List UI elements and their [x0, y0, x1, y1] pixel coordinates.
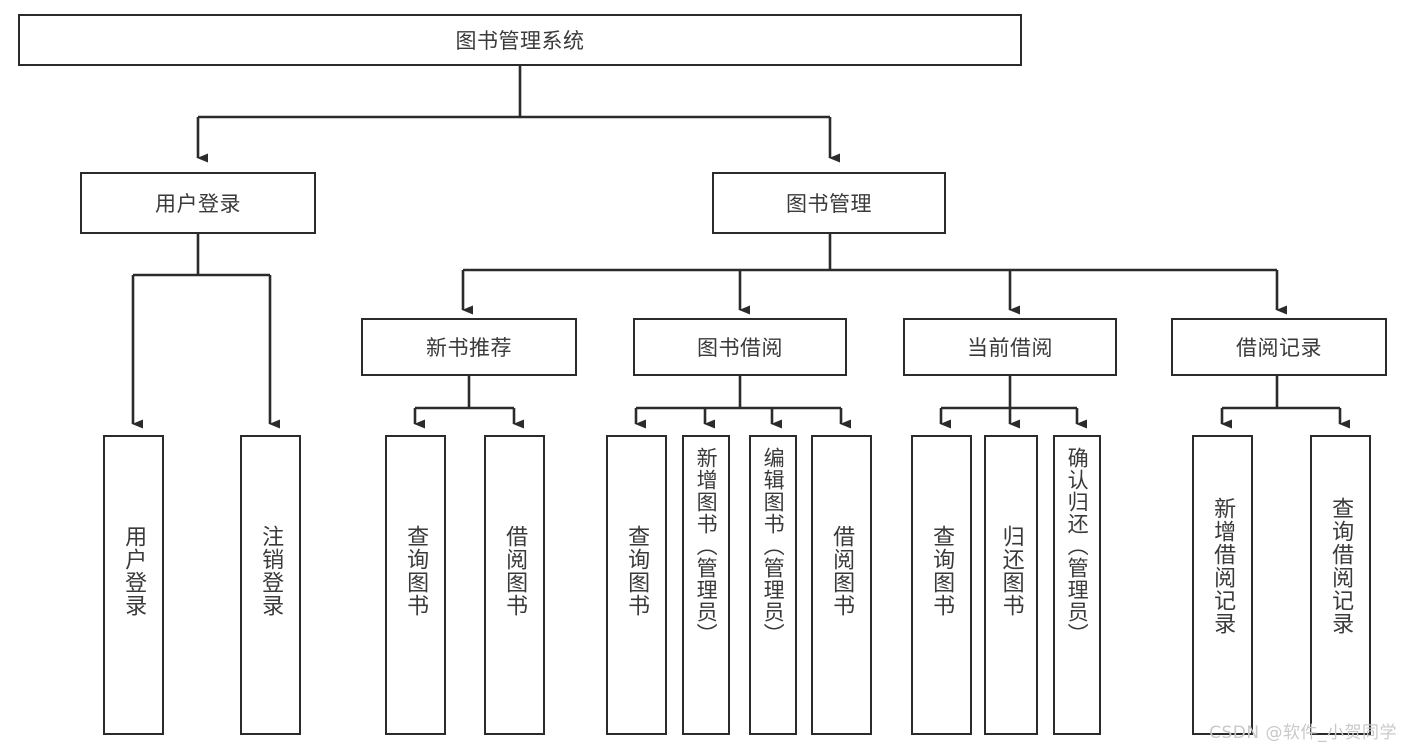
leaf-record-add-borrow-record[interactable]: 新增借阅记录 — [1192, 435, 1253, 735]
node-label: 新书推荐 — [426, 336, 512, 360]
node-label: 图书管理 — [786, 192, 872, 216]
leaf-current-borrow-query-book[interactable]: 查询图书 — [911, 435, 972, 735]
leaf-label: 归还图书 — [998, 525, 1024, 617]
leaf-label: 查询图书 — [624, 525, 650, 617]
node-label: 用户登录 — [155, 192, 241, 216]
node-book-borrowing[interactable]: 图书借阅 — [633, 318, 847, 376]
leaf-label: 借阅图书 — [829, 525, 855, 617]
leaf-label: 借阅图书 — [502, 525, 528, 617]
node-user-login[interactable]: 用户登录 — [80, 172, 316, 234]
node-borrowing-records[interactable]: 借阅记录 — [1171, 318, 1387, 376]
leaf-book-borrow-borrow-book[interactable]: 借阅图书 — [811, 435, 872, 735]
leaf-label: 新增借阅记录 — [1210, 497, 1236, 635]
leaf-label: 查询图书 — [929, 525, 955, 617]
leaf-book-borrow-edit-book-admin[interactable]: 编辑图书（管理员） — [749, 435, 797, 735]
leaf-label: 查询借阅记录 — [1328, 497, 1354, 635]
leaf-label: 用户登录 — [121, 525, 147, 617]
node-label: 图书借阅 — [697, 336, 783, 360]
leaf-new-book-query-book[interactable]: 查询图书 — [385, 435, 446, 735]
watermark: CSDN @软件_小贺同学 — [1209, 723, 1397, 743]
leaf-label: 注销登录 — [258, 525, 284, 617]
leaf-label: 确认归还（管理员） — [1065, 447, 1090, 645]
leaf-book-borrow-add-book-admin[interactable]: 新增图书（管理员） — [682, 435, 730, 735]
node-root-book-management-system[interactable]: 图书管理系统 — [18, 14, 1022, 66]
node-current-borrowing[interactable]: 当前借阅 — [903, 318, 1117, 376]
leaf-new-book-borrow-book[interactable]: 借阅图书 — [484, 435, 545, 735]
leaf-label: 查询图书 — [403, 525, 429, 617]
leaf-record-query-borrow-record[interactable]: 查询借阅记录 — [1310, 435, 1371, 735]
node-book-management[interactable]: 图书管理 — [712, 172, 946, 234]
leaf-label: 编辑图书（管理员） — [761, 447, 786, 645]
node-label: 当前借阅 — [967, 336, 1053, 360]
leaf-current-borrow-confirm-return-admin[interactable]: 确认归还（管理员） — [1053, 435, 1101, 735]
node-label: 借阅记录 — [1236, 336, 1322, 360]
node-new-book-recommendation[interactable]: 新书推荐 — [361, 318, 577, 376]
leaf-user-login-login[interactable]: 用户登录 — [103, 435, 164, 735]
leaf-current-borrow-return-book[interactable]: 归还图书 — [984, 435, 1038, 735]
node-label: 图书管理系统 — [455, 29, 585, 53]
leaf-book-borrow-query-book[interactable]: 查询图书 — [606, 435, 667, 735]
leaf-user-login-logout[interactable]: 注销登录 — [240, 435, 301, 735]
leaf-label: 新增图书（管理员） — [694, 447, 719, 645]
